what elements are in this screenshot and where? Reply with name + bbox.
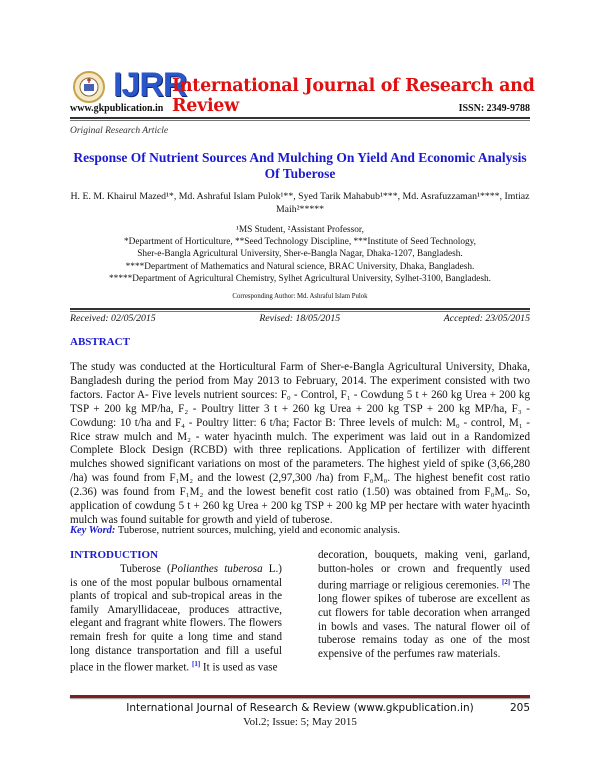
issn: ISSN: 2349-9788 <box>458 103 530 114</box>
keywords-label: Key Word: <box>70 525 116 536</box>
abstract-heading: ABSTRACT <box>70 336 130 348</box>
header-divider <box>70 117 530 121</box>
article-dates: Received: 02/05/2015 Revised: 18/05/2015… <box>70 313 530 324</box>
intro-text: L.) is one of the most popular bulbous o… <box>70 563 282 674</box>
footer-issue: Vol.2; Issue: 5; May 2015 <box>243 716 357 728</box>
paper-title: Response Of Nutrient Sources And Mulchin… <box>73 150 527 181</box>
intro-text: The long flower spikes of tuberose are e… <box>318 579 530 660</box>
journal-website: www.gkpublication.in <box>70 103 164 114</box>
received-date: Received: 02/05/2015 <box>70 313 156 324</box>
corresponding-author: Corresponding Author: Md. Ashraful Islam… <box>232 293 368 300</box>
introduction-heading: INTRODUCTION <box>70 549 159 561</box>
intro-text: Tuberose ( <box>120 563 171 575</box>
affiliation-line: ****Department of Mathematics and Natura… <box>125 261 475 272</box>
abstract-text: The study was conducted at the Horticult… <box>70 361 530 526</box>
keywords: Key Word: Tuberose, nutrient sources, mu… <box>70 525 400 536</box>
accepted-date: Accepted: 23/05/2015 <box>443 313 530 324</box>
footer-divider <box>70 695 530 698</box>
affiliation-line: ¹MS Student, ²Assistant Professor, <box>236 225 364 235</box>
affiliation-line: *Department of Horticulture, **Seed Tech… <box>124 237 476 248</box>
introduction-column-1: Tuberose (Polianthes tuberosa L.) is one… <box>70 563 282 675</box>
journal-logo-text: IJRR <box>113 66 187 104</box>
journal-title: International Journal of Research and Re… <box>172 76 535 116</box>
affiliation-line: Sher-e-Bangla Agricultural University, S… <box>137 249 463 260</box>
journal-seal-logo <box>73 71 105 103</box>
species-name: Polianthes tuberosa <box>170 563 263 575</box>
introduction-column-2: decoration, bouquets, making veni, garla… <box>318 549 530 661</box>
citation-link[interactable]: [1] <box>191 660 201 669</box>
citation-link[interactable]: [2] <box>501 578 511 587</box>
affiliations: ¹MS Student, ²Assistant Professor, *Depa… <box>70 224 530 285</box>
footer-journal: International Journal of Research & Revi… <box>126 702 474 714</box>
authors: H. E. M. Khairul Mazed¹*, Md. Ashraful I… <box>70 191 530 215</box>
page-number: 205 <box>509 702 530 714</box>
keywords-text: Tuberose, nutrient sources, mulching, yi… <box>115 525 401 536</box>
revised-date: Revised: 18/05/2015 <box>259 313 341 324</box>
article-type: Original Research Article <box>70 126 169 136</box>
affiliation-line: *****Department of Agricultural Chemistr… <box>109 273 491 284</box>
intro-text: It is used as vase <box>200 661 278 674</box>
intro-text: decoration, bouquets, making veni, garla… <box>318 549 530 592</box>
dates-divider <box>70 308 530 312</box>
